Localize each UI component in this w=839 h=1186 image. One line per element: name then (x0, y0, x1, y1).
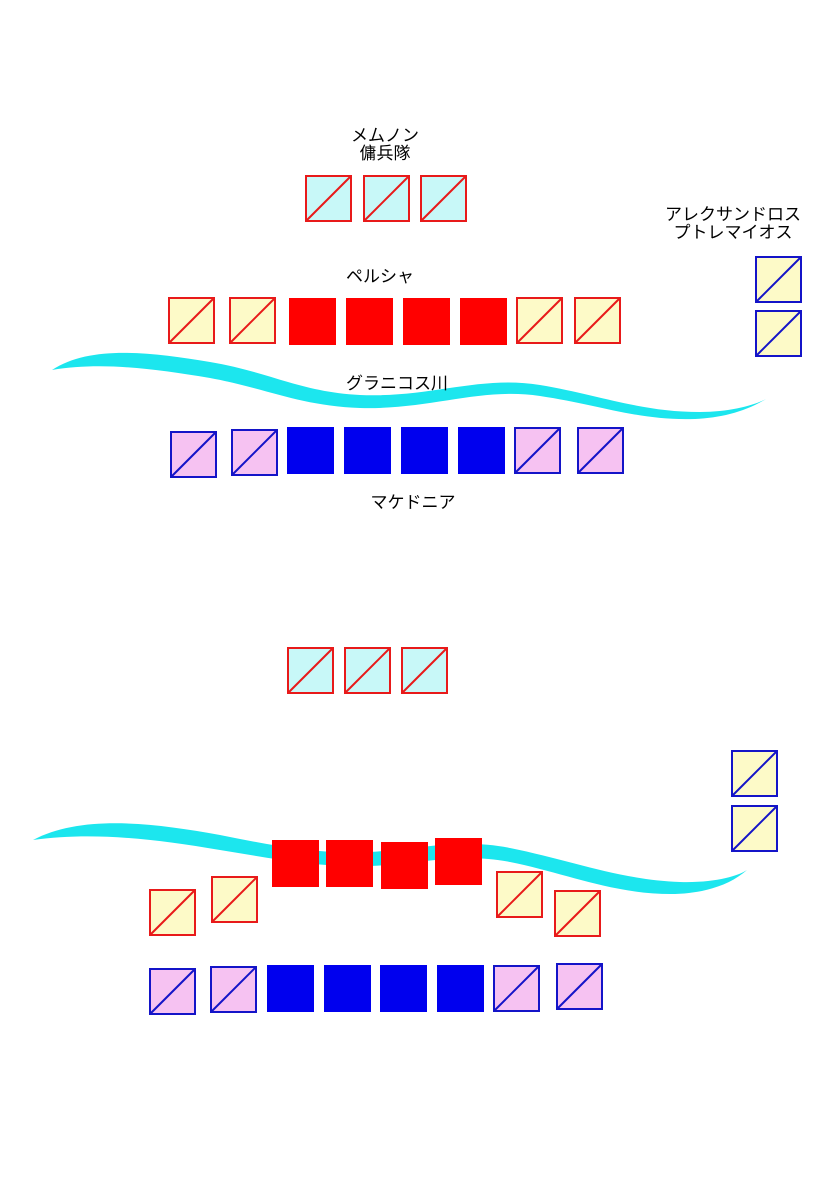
persian-main-unit-box (326, 840, 373, 887)
persian-cavalry-unit (554, 890, 601, 937)
macedonian-reserve-unit-diagonal (731, 750, 778, 797)
macedonian-reserve-unit (755, 256, 802, 303)
persian-cavalry-unit (211, 876, 258, 923)
persian-main-unit (460, 298, 507, 345)
river-label: グラニコス川 (346, 374, 448, 394)
persian-cavalry-unit-diagonal (211, 876, 258, 923)
macedonian-main-unit (344, 427, 391, 474)
macedonian-main-unit (324, 965, 371, 1012)
mercenaries-label: 傭兵隊 (360, 144, 411, 164)
macedonian-main-unit (437, 965, 484, 1012)
macedonian-flank-unit (556, 963, 603, 1010)
persian-main-unit-box (381, 842, 428, 889)
macedonian-flank-unit-diagonal (577, 427, 624, 474)
persian-main-unit-box (272, 840, 319, 887)
macedonian-flank-unit-diagonal (231, 429, 278, 476)
macedonian-flank-unit-diagonal (149, 968, 196, 1015)
macedonian-flank-unit (210, 966, 257, 1013)
macedonian-flank-unit (170, 431, 217, 478)
persian-cavalry-unit-diagonal (149, 889, 196, 936)
macedonian-flank-unit (231, 429, 278, 476)
macedonian-flank-unit-diagonal (210, 966, 257, 1013)
persian-mercenary-unit-diagonal (287, 647, 334, 694)
macedonian-main-unit-box (287, 427, 334, 474)
macedonian-main-unit (458, 427, 505, 474)
macedonian-main-unit (287, 427, 334, 474)
persian-main-unit-box (403, 298, 450, 345)
persian-mercenary-unit (401, 647, 448, 694)
river-granicus-top (52, 352, 766, 420)
persian-cavalry-unit-diagonal (229, 297, 276, 344)
macedonia-label: マケドニア (371, 493, 456, 513)
macedonian-main-unit-box (324, 965, 371, 1012)
persian-mercenary-unit-diagonal (401, 647, 448, 694)
ptolemy-label: プトレマイオス (674, 223, 793, 243)
memnon-label: メムノン (351, 126, 419, 146)
macedonian-flank-unit (149, 968, 196, 1015)
persian-cavalry-unit-diagonal (574, 297, 621, 344)
persian-cavalry-unit (229, 297, 276, 344)
persian-cavalry-unit (574, 297, 621, 344)
macedonian-main-unit-box (267, 965, 314, 1012)
persian-cavalry-unit (516, 297, 563, 344)
persian-mercenary-unit (363, 175, 410, 222)
persian-mercenary-unit (344, 647, 391, 694)
macedonian-flank-unit (577, 427, 624, 474)
persian-main-unit (435, 838, 482, 885)
macedonian-reserve-unit-diagonal (731, 805, 778, 852)
persian-cavalry-unit-diagonal (554, 890, 601, 937)
macedonian-flank-unit-diagonal (514, 427, 561, 474)
macedonian-main-unit-box (437, 965, 484, 1012)
macedonian-main-unit (380, 965, 427, 1012)
macedonian-main-unit (267, 965, 314, 1012)
macedonian-reserve-unit-diagonal (755, 256, 802, 303)
persia-label: ペルシャ (346, 267, 414, 287)
macedonian-main-unit-box (380, 965, 427, 1012)
persian-mercenary-unit-diagonal (420, 175, 467, 222)
macedonian-flank-unit-diagonal (493, 965, 540, 1012)
macedonian-flank-unit-diagonal (170, 431, 217, 478)
persian-main-unit (403, 298, 450, 345)
persian-mercenary-unit (305, 175, 352, 222)
alexander-label: アレクサンドロス (665, 205, 801, 225)
macedonian-main-unit-box (344, 427, 391, 474)
macedonian-reserve-unit (731, 805, 778, 852)
persian-cavalry-unit (496, 871, 543, 918)
persian-main-unit (381, 842, 428, 889)
persian-cavalry-unit-diagonal (168, 297, 215, 344)
persian-mercenary-unit (420, 175, 467, 222)
macedonian-reserve-unit-diagonal (755, 310, 802, 357)
persian-cavalry-unit (168, 297, 215, 344)
persian-cavalry-unit-diagonal (516, 297, 563, 344)
persian-main-unit (272, 840, 319, 887)
persian-main-unit (326, 840, 373, 887)
persian-mercenary-unit-diagonal (344, 647, 391, 694)
macedonian-main-unit-box (401, 427, 448, 474)
units-layer (149, 175, 802, 1015)
persian-mercenary-unit-diagonal (363, 175, 410, 222)
persian-mercenary-unit (287, 647, 334, 694)
macedonian-flank-unit (514, 427, 561, 474)
macedonian-reserve-unit (731, 750, 778, 797)
macedonian-main-unit (401, 427, 448, 474)
persian-main-unit-box (289, 298, 336, 345)
macedonian-reserve-unit (755, 310, 802, 357)
persian-main-unit-box (435, 838, 482, 885)
macedonian-flank-unit (493, 965, 540, 1012)
macedonian-main-unit-box (458, 427, 505, 474)
persian-cavalry-unit-diagonal (496, 871, 543, 918)
persian-main-unit-box (460, 298, 507, 345)
persian-cavalry-unit (149, 889, 196, 936)
persian-main-unit-box (346, 298, 393, 345)
persian-main-unit (289, 298, 336, 345)
persian-mercenary-unit-diagonal (305, 175, 352, 222)
persian-main-unit (346, 298, 393, 345)
macedonian-flank-unit-diagonal (556, 963, 603, 1010)
